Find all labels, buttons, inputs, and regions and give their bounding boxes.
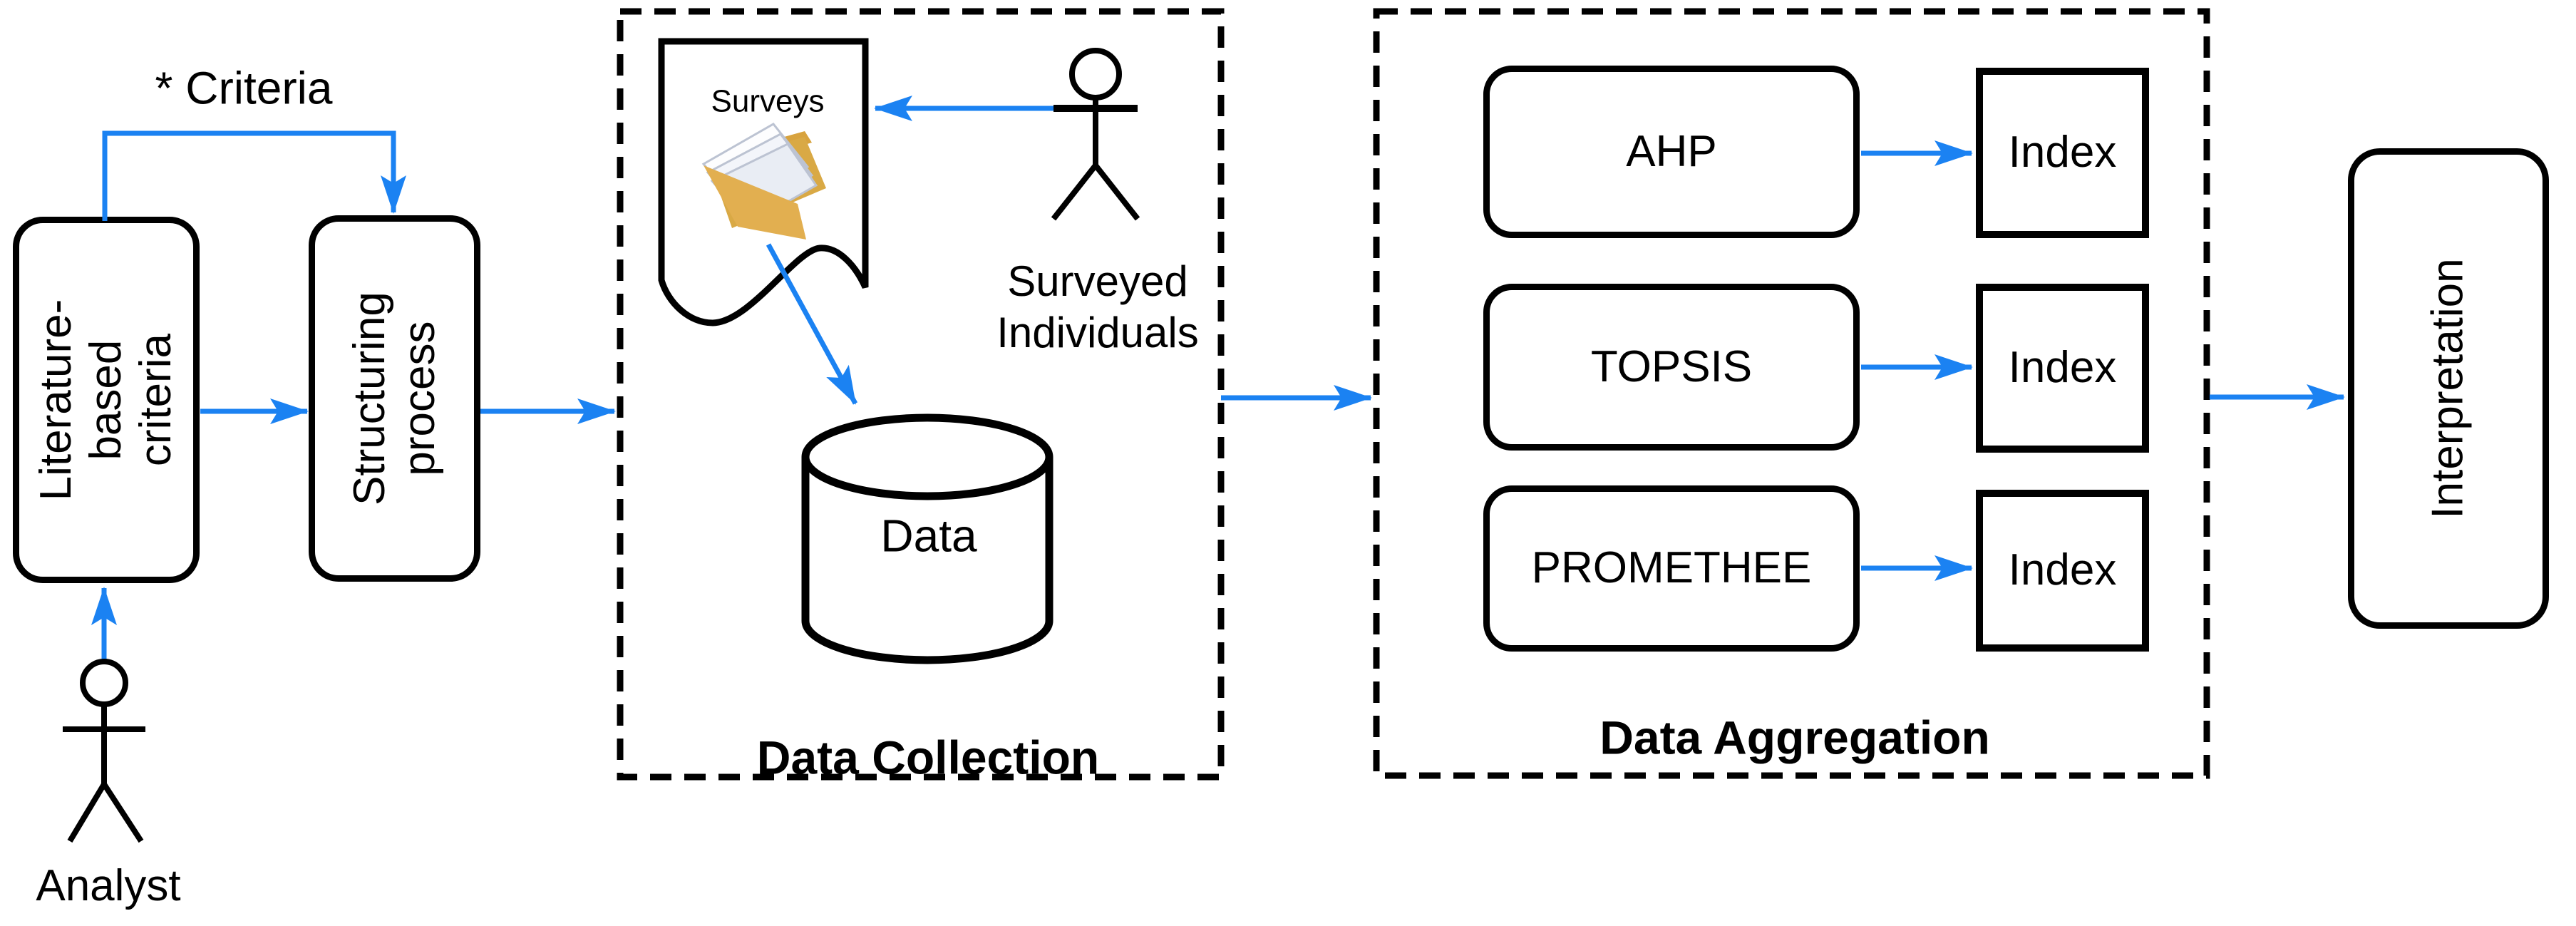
node-promethee: PROMETHEE: [1483, 485, 1860, 652]
node-topsis: TOPSIS: [1483, 284, 1860, 451]
data-collection-section-label: Data Collection: [756, 731, 1100, 784]
ahp-node-label: AHP: [1626, 126, 1717, 176]
node-structuring-process: Structuring process: [309, 215, 480, 582]
analyst-label: Analyst: [36, 860, 181, 910]
criteria-edge-label: * Criteria: [155, 62, 333, 114]
arrow-document-to-data-store: [766, 243, 858, 405]
promethee-index-label: Index: [2008, 545, 2117, 595]
surveyed-actor-icon: [1051, 48, 1140, 221]
promethee-node-label: PROMETHEE: [1531, 543, 1812, 593]
connectors: [91, 96, 2345, 660]
node-promethee-index: Index: [1976, 490, 2149, 652]
folder-front: [704, 165, 806, 240]
folder-icon: [701, 123, 826, 240]
topsis-node-label: TOPSIS: [1590, 341, 1753, 391]
node-ahp: AHP: [1483, 66, 1860, 238]
surveys-document-label: Surveys: [711, 83, 825, 119]
node-topsis-index: Index: [1976, 284, 2149, 453]
ahp-index-label: Index: [2008, 128, 2117, 178]
data-store-label: Data: [880, 510, 977, 562]
node-ahp-index: Index: [1976, 68, 2149, 238]
database-cylinder-icon: [801, 413, 1053, 664]
arrow-criteria-loop: [102, 130, 406, 221]
node-interpretation: Interpretation: [2348, 148, 2549, 629]
data-aggregation-section-box: [1373, 8, 2210, 779]
surveyed-individuals-label: Surveyed Individuals: [996, 257, 1199, 356]
analyst-actor-icon: [63, 659, 145, 843]
topsis-index-label: Index: [2008, 343, 2117, 393]
data-aggregation-section-label: Data Aggregation: [1599, 711, 1990, 764]
